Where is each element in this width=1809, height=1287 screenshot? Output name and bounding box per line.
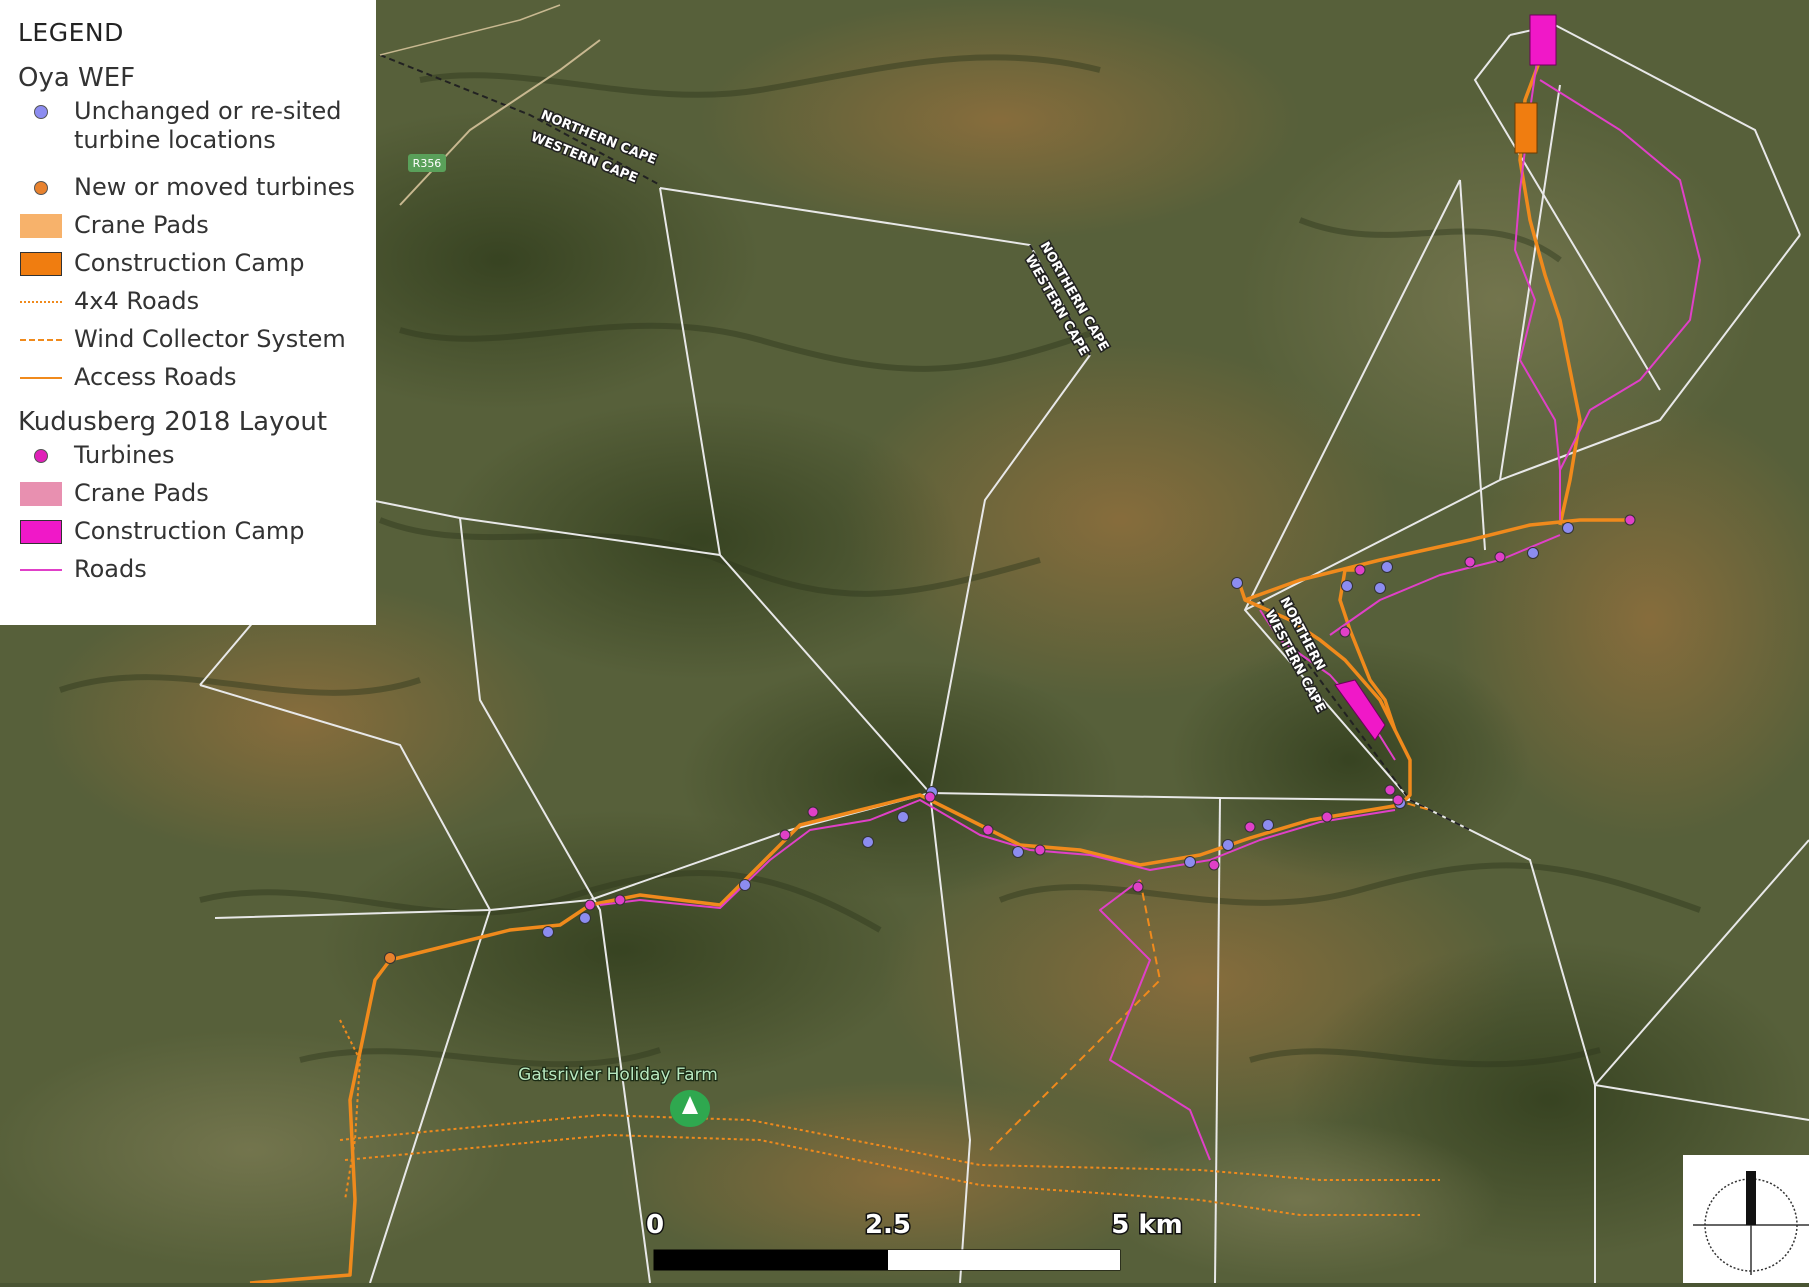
solid-line-icon [18,555,64,585]
kudusberg-turbine [1132,881,1144,893]
legend-item-4x4-roads: 4x4 Roads [18,287,376,325]
kudusberg-turbine [1208,859,1220,871]
dotted-line-icon [18,287,64,317]
crane-pad-swatch-icon [18,479,64,509]
kudusberg-turbine [1321,811,1333,823]
legend-label: 4x4 Roads [74,287,200,315]
northern-track [379,4,561,56]
scale-bar-white [887,1249,1121,1271]
legend-item-oya-construction-camp: Construction Camp [18,249,376,287]
legend-panel: LEGEND Oya WEF Unchanged or re-sited tur… [0,0,376,625]
unchanged-turbine [1374,582,1386,594]
kudusberg-turbine [1624,514,1636,526]
kudusberg-turbine [779,829,791,841]
legend-label: Wind Collector System [74,325,346,353]
legend-group-kudusberg: Kudusberg 2018 Layout [18,407,328,437]
kudusberg-turbine [982,824,994,836]
oya-construction-camp [1514,102,1538,154]
unchanged-turbine [1012,846,1024,858]
unchanged-turbine [1184,856,1196,868]
legend-title: LEGEND [18,18,124,47]
unchanged-turbine [579,912,591,924]
north-arrow-needle-icon [1746,1171,1756,1225]
kudusberg-turbine [1034,844,1046,856]
kudusberg-turbine [1392,794,1404,806]
kudusberg-construction-camp-central [1334,679,1386,741]
legend-label: New or moved turbines [74,173,355,201]
kudusberg-turbine [1384,784,1396,796]
new-turbine-icon [18,173,64,203]
road-shield: R356 [408,154,446,172]
legend-label: Roads [74,555,147,583]
legend-label: Access Roads [74,363,237,391]
construction-camp-swatch-icon [18,249,64,279]
provincial-border [379,54,1471,831]
scale-tick-mid: 2.5 [865,1210,911,1240]
unchanged-turbine [1527,547,1539,559]
kudusberg-turbine [1339,626,1351,638]
unchanged-turbine [1222,839,1234,851]
kudusberg-turbine [1464,556,1476,568]
kudusberg-turbines [584,514,1636,911]
unchanged-turbine [1262,819,1274,831]
oya-4x4-roads [339,1019,1440,1216]
kudusberg-turbine-icon [18,441,64,471]
legend-item-oya-crane-pads: Crane Pads [18,211,376,249]
legend-item-kudusberg-construction-camp: Construction Camp [18,517,376,555]
legend-label: Crane Pads [74,211,209,239]
kudusberg-construction-camp-north [1529,14,1557,66]
unchanged-turbine-icon [18,97,64,127]
legend-item-kudusberg-crane-pads: Crane Pads [18,479,376,517]
solid-line-icon [18,363,64,393]
new-turbine [384,952,396,964]
scale-tick-0: 0 [646,1210,664,1240]
kudusberg-turbine [584,899,596,911]
unchanged-turbine [1341,580,1353,592]
scale-bar: 0 2.5 5 km [644,1209,1184,1271]
terrain-ridges [59,54,1702,1068]
legend-label: Construction Camp [74,249,305,277]
legend-item-unchanged-turbines: Unchanged or re-sited turbine locations [18,97,376,173]
kudusberg-turbine [1494,551,1506,563]
unchanged-turbine [897,811,909,823]
legend-item-kudusberg-roads: Roads [18,555,376,593]
unchanged-turbine [542,926,554,938]
kudusberg-turbine [1244,821,1256,833]
unchanged-turbine [862,836,874,848]
legend-item-kudusberg-turbines: Turbines [18,441,376,479]
legend-label: Unchanged or re-sited turbine locations [74,97,342,154]
legend-label: Crane Pads [74,479,209,507]
new-turbines [384,952,396,964]
poi-marker[interactable]: Gatsrivier Holiday Farm [517,1064,719,1127]
oya-access-roads [249,29,1630,1283]
road-shield-label: R356 [413,157,442,170]
kudusberg-turbine [1354,564,1366,576]
kudusberg-turbine [924,791,936,803]
unchanged-turbine [1381,561,1393,573]
unchanged-turbine [1562,522,1574,534]
kudusberg-turbine [807,806,819,818]
crane-pad-swatch-icon [18,211,64,241]
scale-bar-black [653,1249,889,1271]
legend-label: Construction Camp [74,517,305,545]
legend-item-access-roads: Access Roads [18,363,376,401]
kudusberg-turbine [614,894,626,906]
tree-icon [682,1096,698,1114]
legend-label: Turbines [74,441,175,469]
unchanged-turbine [1231,577,1243,589]
unchanged-turbine [739,879,751,891]
legend-item-new-turbines: New or moved turbines [18,173,376,211]
poi-label: Gatsrivier Holiday Farm [518,1065,718,1085]
legend-item-wind-collector: Wind Collector System [18,325,376,363]
legend-group-oya: Oya WEF [18,63,136,93]
construction-camp-swatch-icon [18,517,64,547]
north-arrow [1683,1155,1809,1283]
dashed-line-icon [18,325,64,355]
scale-tick-end: 5 km [1111,1210,1183,1240]
